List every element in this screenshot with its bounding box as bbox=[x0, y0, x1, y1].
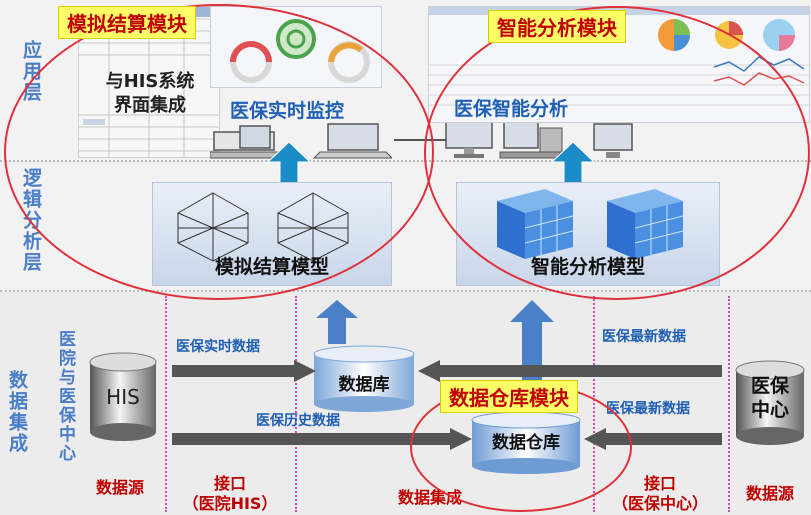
realtime-data-label: 医保实时数据 bbox=[176, 339, 260, 355]
warehouse-module-tag: 数据仓库模块 bbox=[440, 380, 578, 413]
up-arrow-database bbox=[316, 300, 358, 344]
database-label: 数据库 bbox=[338, 375, 390, 395]
analysis-module-ellipse bbox=[424, 6, 810, 300]
data-layer-label: 数据集成 bbox=[6, 370, 28, 454]
settlement-module-ellipse bbox=[4, 4, 434, 300]
analysis-module-tag: 智能分析模块 bbox=[488, 10, 626, 43]
divider-2 bbox=[295, 296, 297, 512]
his-database-icon bbox=[89, 352, 157, 441]
source-left-label: 数据源 bbox=[95, 478, 144, 497]
arrow-history bbox=[172, 428, 472, 450]
latest-data-label-1: 医保最新数据 bbox=[602, 329, 686, 345]
center-label: 医保中心 bbox=[750, 375, 789, 421]
source-right-label: 数据源 bbox=[745, 484, 794, 503]
latest-data-label-2: 医保最新数据 bbox=[606, 401, 690, 417]
arrow-latest-1 bbox=[418, 360, 722, 382]
hospital-center-label: 医院与医保中心 bbox=[55, 330, 75, 463]
history-data-label: 医保历史数据 bbox=[256, 413, 340, 429]
his-label: HIS bbox=[106, 385, 140, 409]
arrow-realtime bbox=[172, 360, 316, 382]
interface-right-label-2: （医保中心） bbox=[611, 494, 708, 513]
up-arrow-warehouse bbox=[510, 300, 554, 400]
database-icon bbox=[313, 345, 415, 412]
divider-1 bbox=[165, 296, 167, 512]
interface-left-label-2: （医院HIS） bbox=[182, 494, 278, 513]
interface-right-label-1: 接口 bbox=[643, 474, 676, 493]
interface-left-label-1: 接口 bbox=[213, 474, 246, 493]
center-database-icon bbox=[735, 360, 805, 445]
settlement-module-tag: 模拟结算模块 bbox=[58, 6, 196, 39]
divider-4 bbox=[728, 296, 730, 512]
